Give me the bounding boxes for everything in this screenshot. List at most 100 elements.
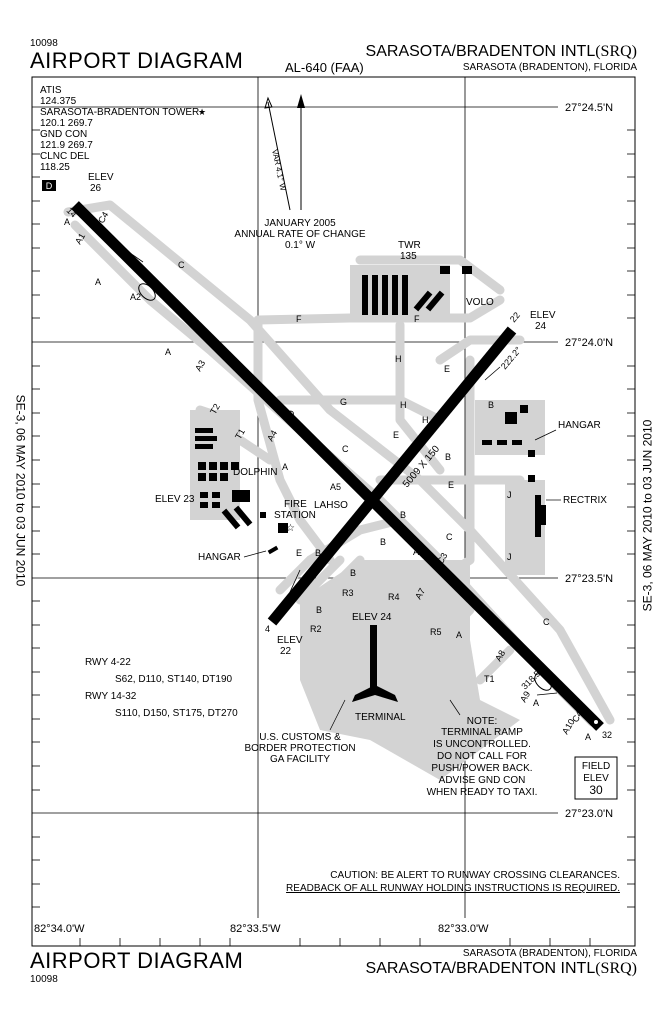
lat-label-24-0: 27°24.0'N	[565, 337, 613, 349]
twy-j-2: J	[507, 552, 512, 562]
customs-line-3: GA FACILITY	[270, 754, 330, 765]
fire-station-label-1: FIRE	[284, 499, 307, 510]
taxiway-c	[63, 200, 615, 725]
taxiway-r5	[475, 645, 515, 685]
d-symbol: D	[46, 181, 53, 191]
doc-number-top: 10098	[30, 38, 58, 49]
twy-a8: A8	[493, 648, 507, 663]
twy-c1: C4	[96, 210, 110, 225]
fire-station-label-2: STATION	[274, 510, 316, 521]
note-line-7: WHEN READY TO TAXI.	[427, 787, 538, 798]
twy-b-2: B	[445, 452, 451, 462]
twy-a7: A7	[413, 586, 427, 601]
mag-rate: 0.1° W	[285, 240, 316, 251]
twy-a-6: A	[456, 630, 462, 640]
rwy-4-22-strength: S62, D110, ST140, DT190	[115, 674, 233, 685]
note-line-3: IS UNCONTROLLED.	[433, 739, 531, 750]
tower-ramp-taxi	[355, 255, 505, 295]
mag-variation: VAR 4.1° W	[270, 149, 288, 193]
twy-a-2: A	[95, 277, 101, 287]
twy-a5: A5	[330, 482, 341, 492]
ramps	[190, 265, 545, 780]
elev-24-value: 24	[535, 321, 547, 332]
note-line-6: ADVISE GND CON	[439, 775, 526, 786]
hangar-ramp-east	[475, 400, 545, 455]
twy-a-8: A	[585, 732, 591, 742]
freq-atis-label: ATIS	[40, 85, 62, 96]
rwy-hdg-32: 318.5°	[519, 666, 545, 692]
twy-b-6: B	[350, 568, 356, 578]
tower-star-icon: ★	[198, 107, 206, 117]
rwy-end-32: 32	[602, 730, 612, 740]
freq-gnd: 121.9 269.7	[40, 140, 93, 151]
twy-a-5: A	[413, 547, 419, 557]
elev-24-ramp: ELEV 24	[352, 612, 392, 623]
twy-c-1: C	[178, 260, 185, 270]
terminal-note: NOTE: TERMINAL RAMP IS UNCONTROLLED. DO …	[427, 716, 538, 798]
fire-station-icon: ☆	[286, 523, 295, 534]
terminal-pier	[370, 625, 377, 695]
elev-24-label: ELEV	[530, 310, 556, 321]
twy-a-3: A	[165, 347, 171, 357]
twr-elev: 135	[400, 251, 417, 262]
magnetic-arrow-icon	[264, 96, 273, 109]
volo-label: VOLO	[466, 297, 494, 308]
north-arrow-icon	[297, 94, 305, 108]
caution-line-2: READBACK OF ALL RUNWAY HOLDING INSTRUCTI…	[286, 883, 620, 894]
location-top: SARASOTA (BRADENTON), FLORIDA	[462, 62, 637, 73]
twy-b-5: B	[315, 548, 321, 558]
note-line-5: PUSH/POWER BACK.	[431, 763, 532, 774]
taxiway-h	[395, 320, 445, 475]
rwy-14-32-dims: 9500 X 150	[303, 432, 347, 476]
freq-tower-label: SARASOTA-BRADENTON TOWER	[40, 107, 199, 118]
twy-r3: R4	[388, 592, 400, 602]
twy-c-4: C	[543, 617, 550, 627]
twy-e: E	[448, 480, 454, 490]
terminal-label: TERMINAL	[355, 712, 406, 723]
customs-line-1: U.S. CUSTOMS &	[259, 732, 341, 743]
diagram-title-top: AIRPORT DIAGRAM	[30, 48, 244, 73]
mag-date: JANUARY 2005	[264, 218, 336, 229]
runway-14-lights-loop	[138, 283, 156, 301]
magnetic-north-line	[267, 101, 291, 211]
airport-name-top: SARASOTA/BRADENTON INTL(SRQ)	[365, 43, 637, 60]
twy-t1: T1	[233, 427, 247, 441]
rectrix-label: RECTRIX	[563, 495, 607, 506]
runway-32-lights-loop	[534, 673, 552, 691]
rwy-14-32-strength: S110, D150, ST175, DT270	[115, 708, 238, 719]
elev-26-label: ELEV	[88, 172, 114, 183]
lahso-label: LAHSO	[314, 500, 348, 511]
twy-f-2: F	[414, 314, 420, 324]
twy-c4: C4	[570, 709, 584, 724]
twy-c-2: C	[342, 444, 349, 454]
freq-tower: 120.1 269.7	[40, 118, 93, 129]
elev-22-value: 22	[280, 646, 292, 657]
twy-f-1: F	[296, 314, 302, 324]
mag-rate-label: ANNUAL RATE OF CHANGE	[234, 229, 365, 240]
field-elev-label: ELEV	[583, 773, 609, 784]
lon-label-33-0: 82°33.0'W	[438, 923, 489, 935]
d-symbol-box	[42, 180, 56, 191]
runway-14-32	[71, 201, 604, 731]
taxiway-g	[275, 395, 445, 425]
twy-a9: A9	[518, 689, 532, 704]
rwy-4-22-label: RWY 4-22	[85, 657, 131, 668]
lon-label-34-0: 82°34.0'W	[34, 923, 85, 935]
twy-b-4: B	[380, 537, 386, 547]
freq-gnd-label: GND CON	[40, 129, 87, 140]
hangar-east-label: HANGAR	[558, 420, 601, 431]
twy-c3: C3	[435, 551, 449, 566]
twy-h-2: H	[400, 400, 407, 410]
twy-c-3: C	[446, 532, 453, 542]
rwy-14-32-label: RWY 14-32	[85, 691, 137, 702]
note-line-2: TERMINAL RAMP	[441, 727, 523, 738]
freq-atis: 124.375	[40, 96, 77, 107]
twy-g: G	[340, 397, 347, 407]
field-elev-box	[574, 756, 618, 800]
lon-label-33-5: 82°33.5'W	[230, 923, 281, 935]
twy-b-1: B	[488, 400, 494, 410]
doc-number-bottom: 10098	[30, 974, 58, 985]
diagram-frame	[31, 76, 636, 947]
diagram-title-bottom: AIRPORT DIAGRAM	[30, 948, 244, 973]
